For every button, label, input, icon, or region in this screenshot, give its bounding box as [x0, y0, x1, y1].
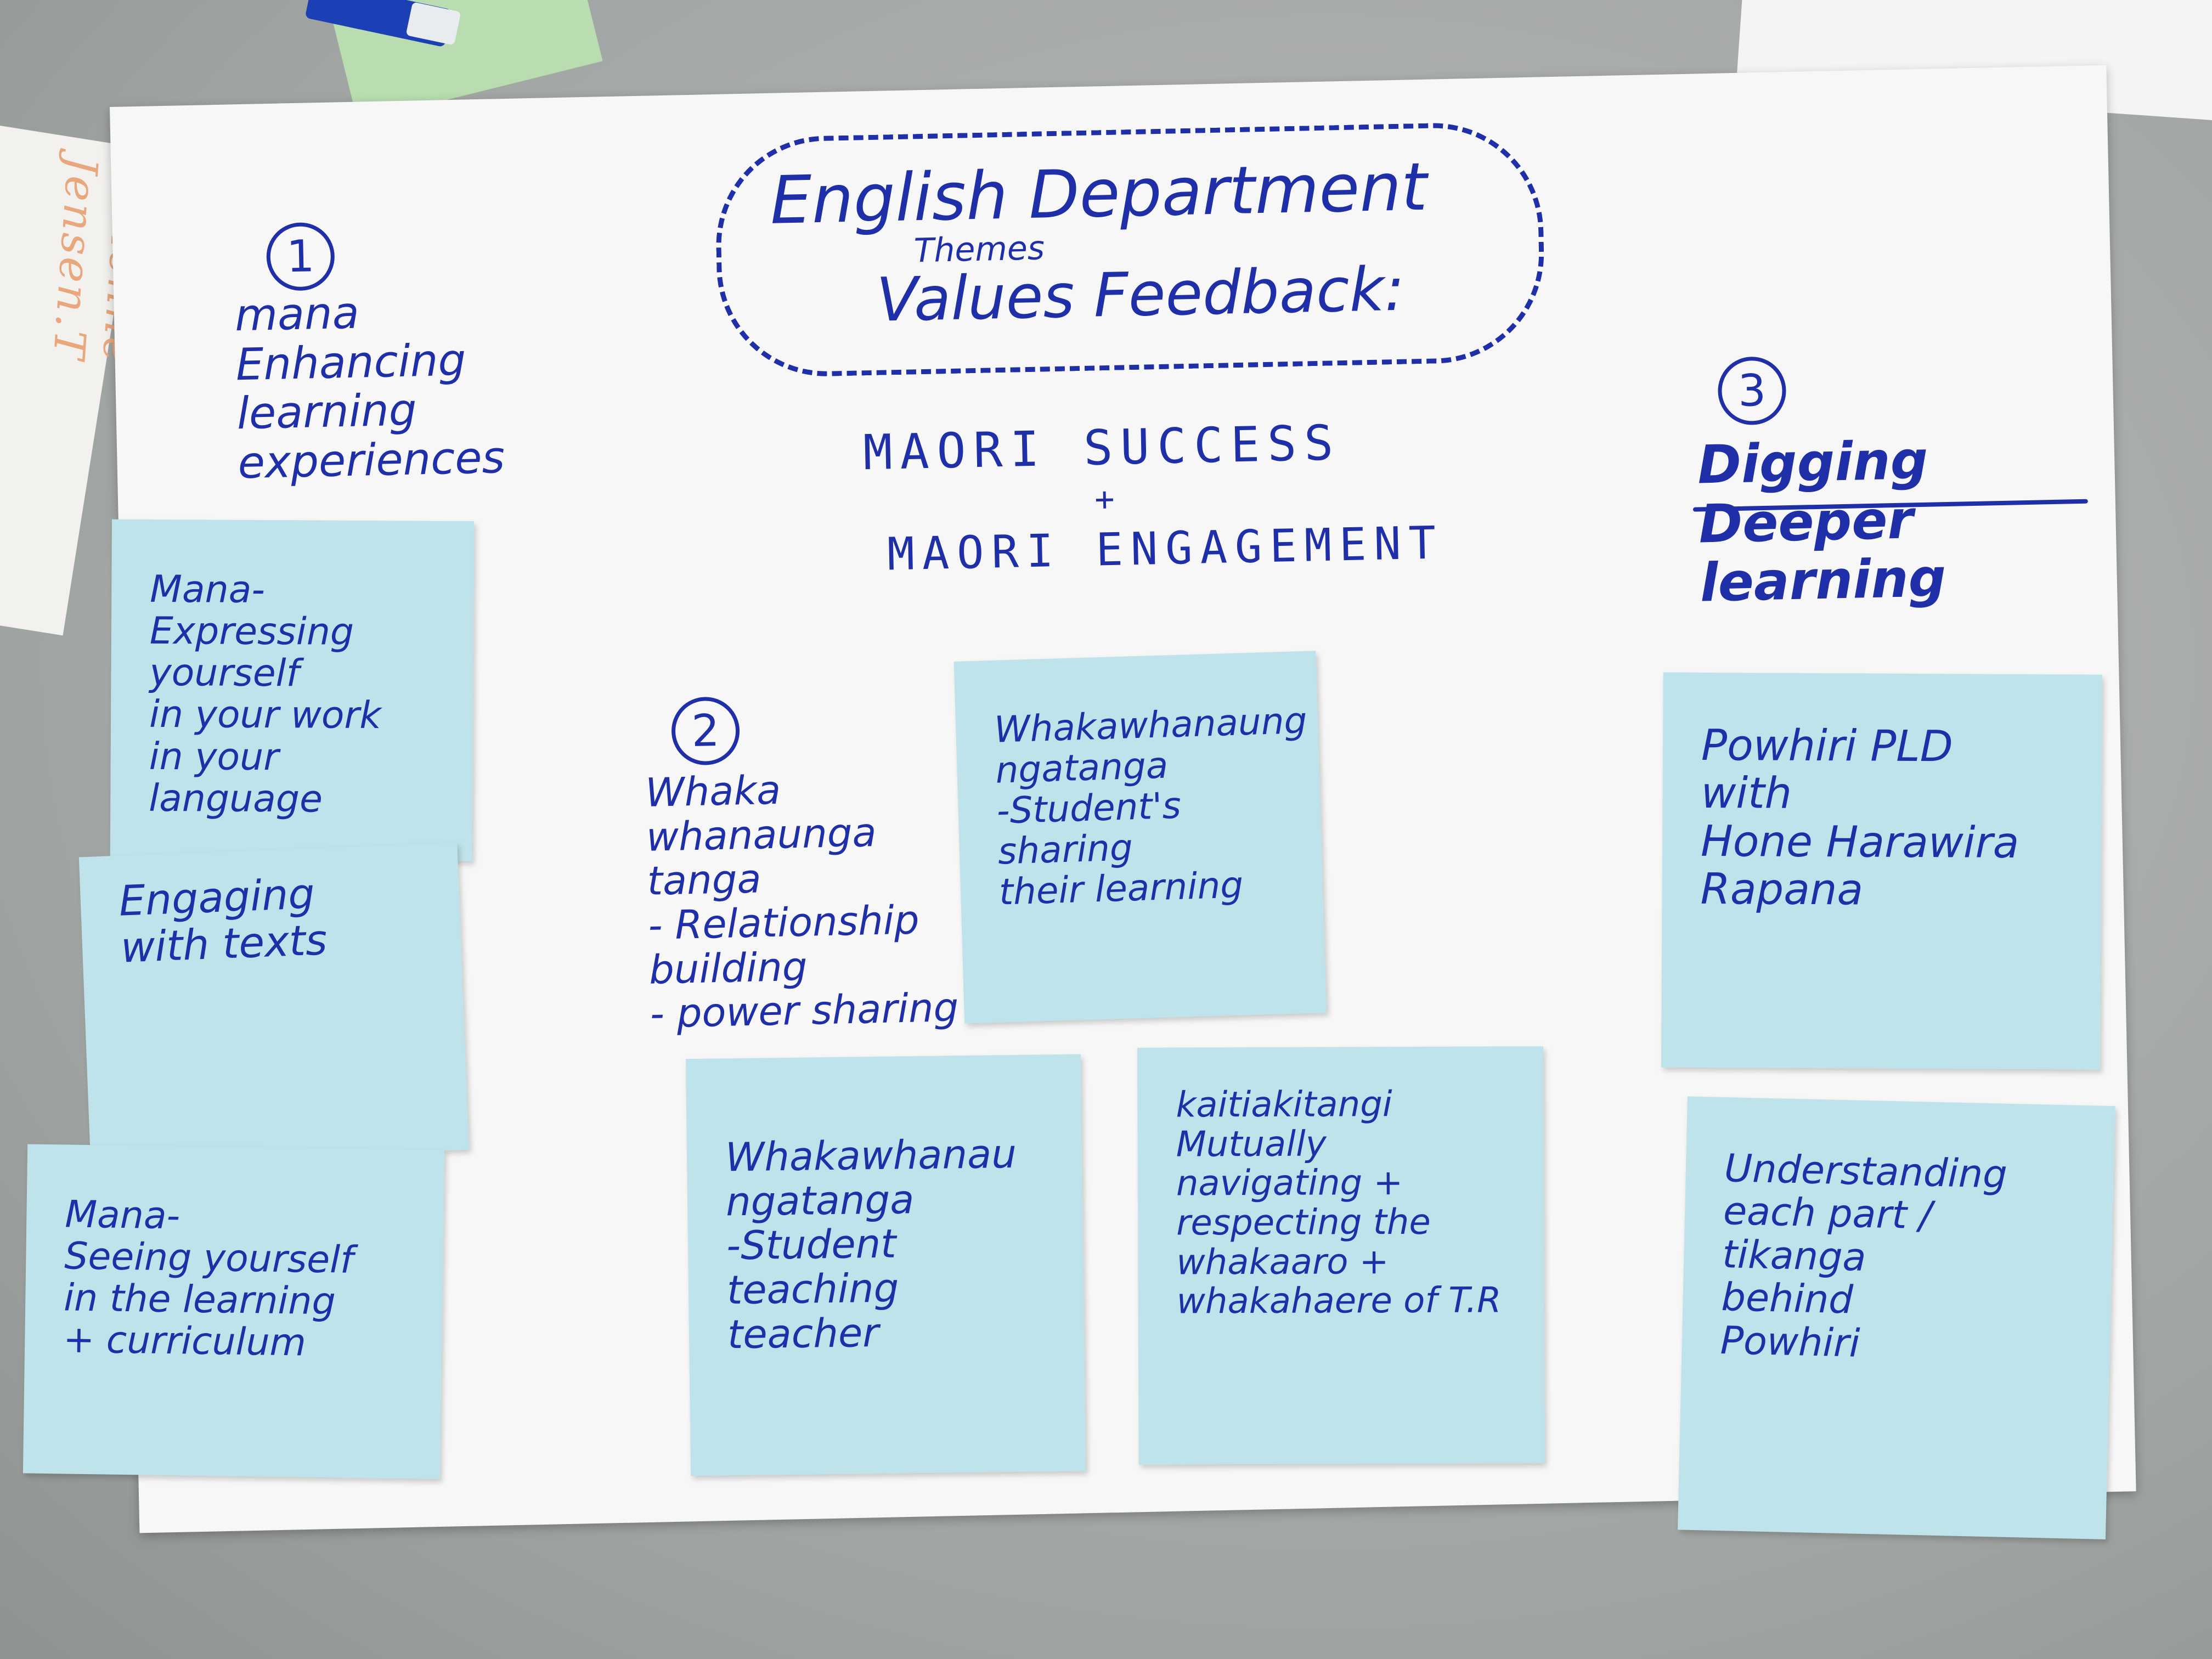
- sticky-note-kaitiakitanga: kaitiakitangi Mutually navigating + resp…: [1137, 1046, 1545, 1465]
- sticky-note-text: Powhiri PLD with Hone Harawira Rapana: [1700, 720, 2019, 915]
- centre-plus: +: [1094, 479, 1123, 519]
- poster-subtitle: Values Feedback:: [876, 253, 1406, 335]
- theme2-heading: Whaka whanaunga tanga - Relationship bui…: [645, 766, 960, 1037]
- sticky-note-mana-seeing: Mana- Seeing yourself in the learning + …: [22, 1144, 445, 1480]
- sticky-note-powhiri-pld: Powhiri PLD with Hone Harawira Rapana: [1661, 672, 2102, 1070]
- theme1-number: 1: [266, 212, 336, 291]
- sticky-note-text: Mana- Expressing yourself in your work i…: [149, 567, 381, 821]
- sticky-note-text: Whakawhanau ngatanga -Student teaching t…: [725, 1130, 1017, 1357]
- sticky-note-student-teaching: Whakawhanau ngatanga -Student teaching t…: [685, 1054, 1086, 1476]
- poster-sheet: English Department Themes Values Feedbac…: [22, 65, 2136, 1540]
- centre-line-1: MAORI SUCCESS: [862, 414, 1342, 481]
- sticky-note-engaging-texts: Engaging with texts: [78, 843, 469, 1165]
- theme2-number: 2: [670, 686, 741, 766]
- theme1-heading: mana Enhancing learning experiences: [234, 287, 505, 489]
- sticky-note-text: Whakawhanaung ngatanga -Student's sharin…: [994, 699, 1308, 913]
- poster-title: English Department: [769, 149, 1428, 239]
- sticky-note-students-sharing: Whakawhanaung ngatanga -Student's sharin…: [953, 651, 1327, 1024]
- theme3-number: 3: [1717, 346, 1787, 426]
- centre-line-2: MAORI ENGAGEMENT: [887, 517, 1444, 581]
- theme3-heading: Digging Deeper learning: [1697, 429, 1947, 614]
- sticky-note-understanding-powhiri: Understanding each part / tikanga behind…: [1678, 1096, 2115, 1540]
- sticky-note-mana-expressing: Mana- Expressing yourself in your work i…: [110, 519, 474, 861]
- sticky-note-text: Engaging with texts: [118, 869, 328, 972]
- sticky-note-text: kaitiakitangi Mutually navigating + resp…: [1176, 1084, 1502, 1322]
- sticky-note-text: Mana- Seeing yourself in the learning + …: [63, 1193, 354, 1365]
- sticky-note-text: Understanding each part / tikanga behind…: [1720, 1146, 2008, 1366]
